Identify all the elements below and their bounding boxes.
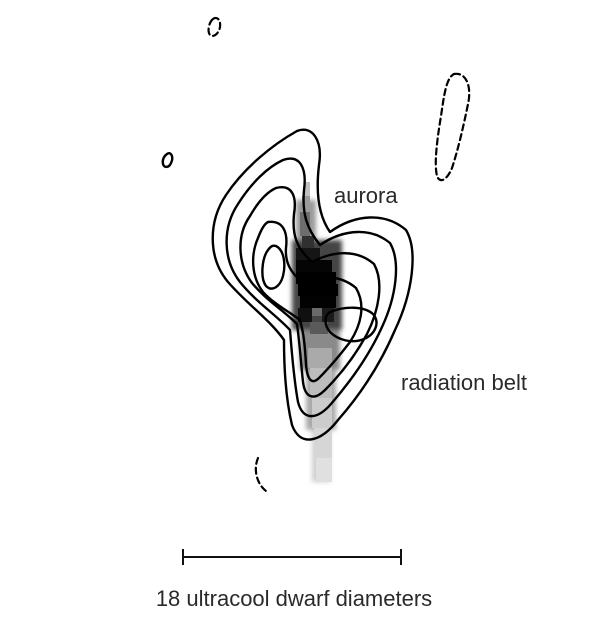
negative-contours — [207, 16, 471, 493]
contour-level-4 — [251, 220, 363, 383]
contour-level-1 — [211, 128, 414, 441]
negative-contour-right-elongated — [434, 72, 471, 182]
negative-contour-bottom-arc — [254, 456, 268, 493]
scale-bar-label: 18 ultracool dwarf diameters — [156, 586, 432, 611]
contour-level-3 — [239, 186, 381, 398]
small-positive-contour — [161, 152, 174, 169]
contour-level-2 — [225, 157, 398, 418]
emission-contours — [211, 128, 414, 441]
radiation-belt-label: radiation belt — [401, 370, 527, 395]
scale-bar — [182, 549, 402, 565]
aurora-label: aurora — [334, 183, 398, 208]
contour-level-5-right-peak — [324, 306, 378, 343]
negative-contour-top-small — [207, 16, 222, 37]
contour-level-5-left-peak — [261, 244, 286, 290]
